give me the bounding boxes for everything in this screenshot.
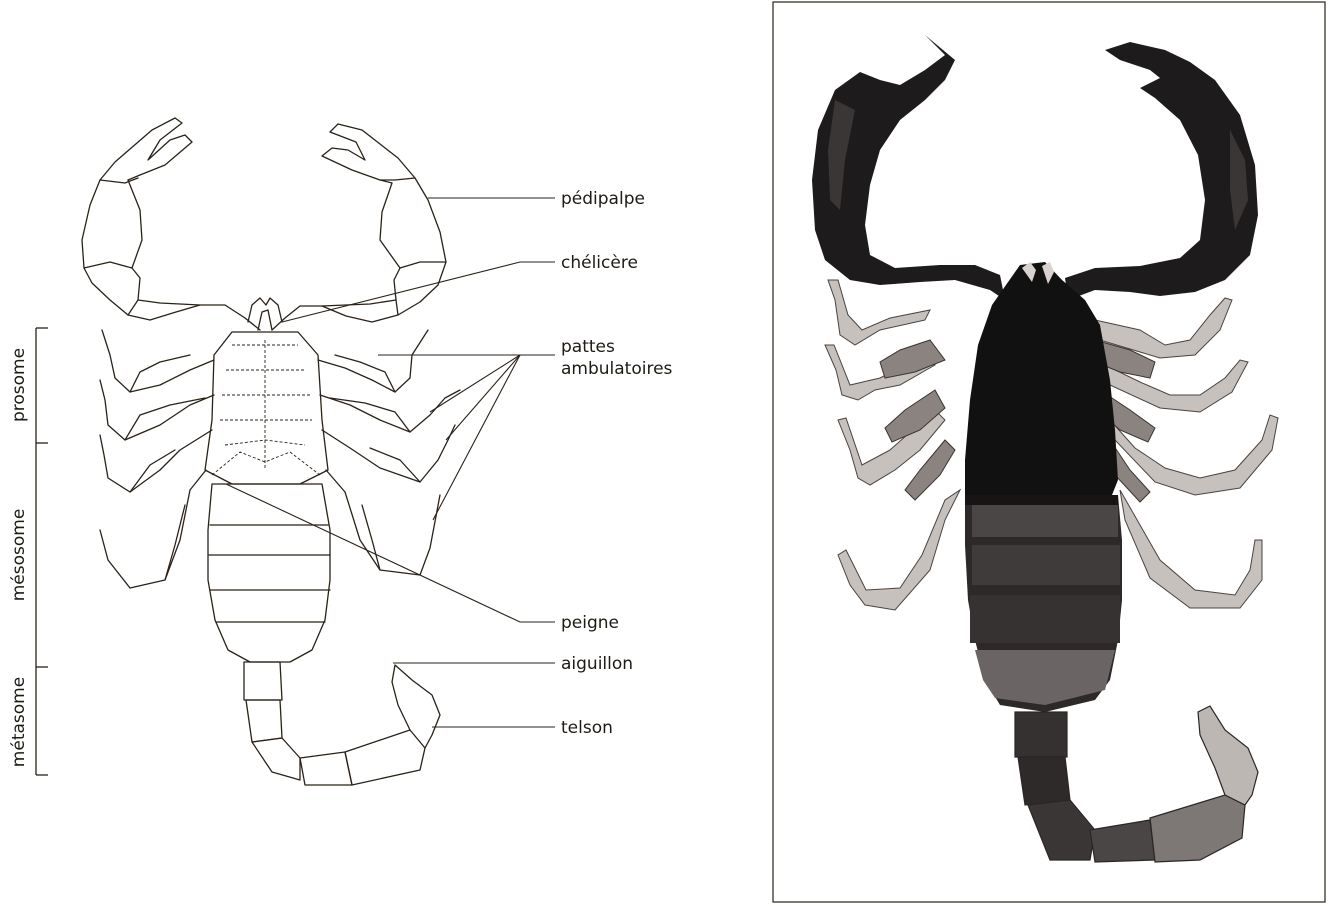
prosoma-drawing (205, 332, 328, 484)
label-telson: telson (561, 718, 613, 738)
right-pedipalp-drawing (272, 124, 446, 330)
right-walking-legs-drawing (318, 330, 460, 575)
left-walking-legs-drawing (100, 330, 214, 588)
body-region-bracket (36, 328, 48, 775)
label-pattes-line1: pattes (561, 337, 615, 357)
scorpion-line-drawing (82, 118, 460, 785)
label-peigne: peigne (561, 613, 619, 633)
label-chelicere: chélicère (561, 253, 638, 273)
photo-mesosoma (965, 495, 1122, 712)
metasome-label: métasome (9, 677, 29, 767)
leader-lines (226, 198, 555, 727)
left-pedipalp-drawing (82, 118, 260, 330)
label-pattes-line2: ambulatoires (561, 359, 673, 379)
mesosoma-drawing (208, 484, 330, 662)
metasoma-drawing (244, 662, 440, 785)
prosome-label: prosome (9, 348, 29, 422)
label-aiguillon: aiguillon (561, 654, 633, 674)
label-pedipalpe: pédipalpe (561, 189, 645, 209)
mesosome-label: mésosome (9, 509, 29, 602)
scorpion-photo-panel (773, 2, 1325, 902)
